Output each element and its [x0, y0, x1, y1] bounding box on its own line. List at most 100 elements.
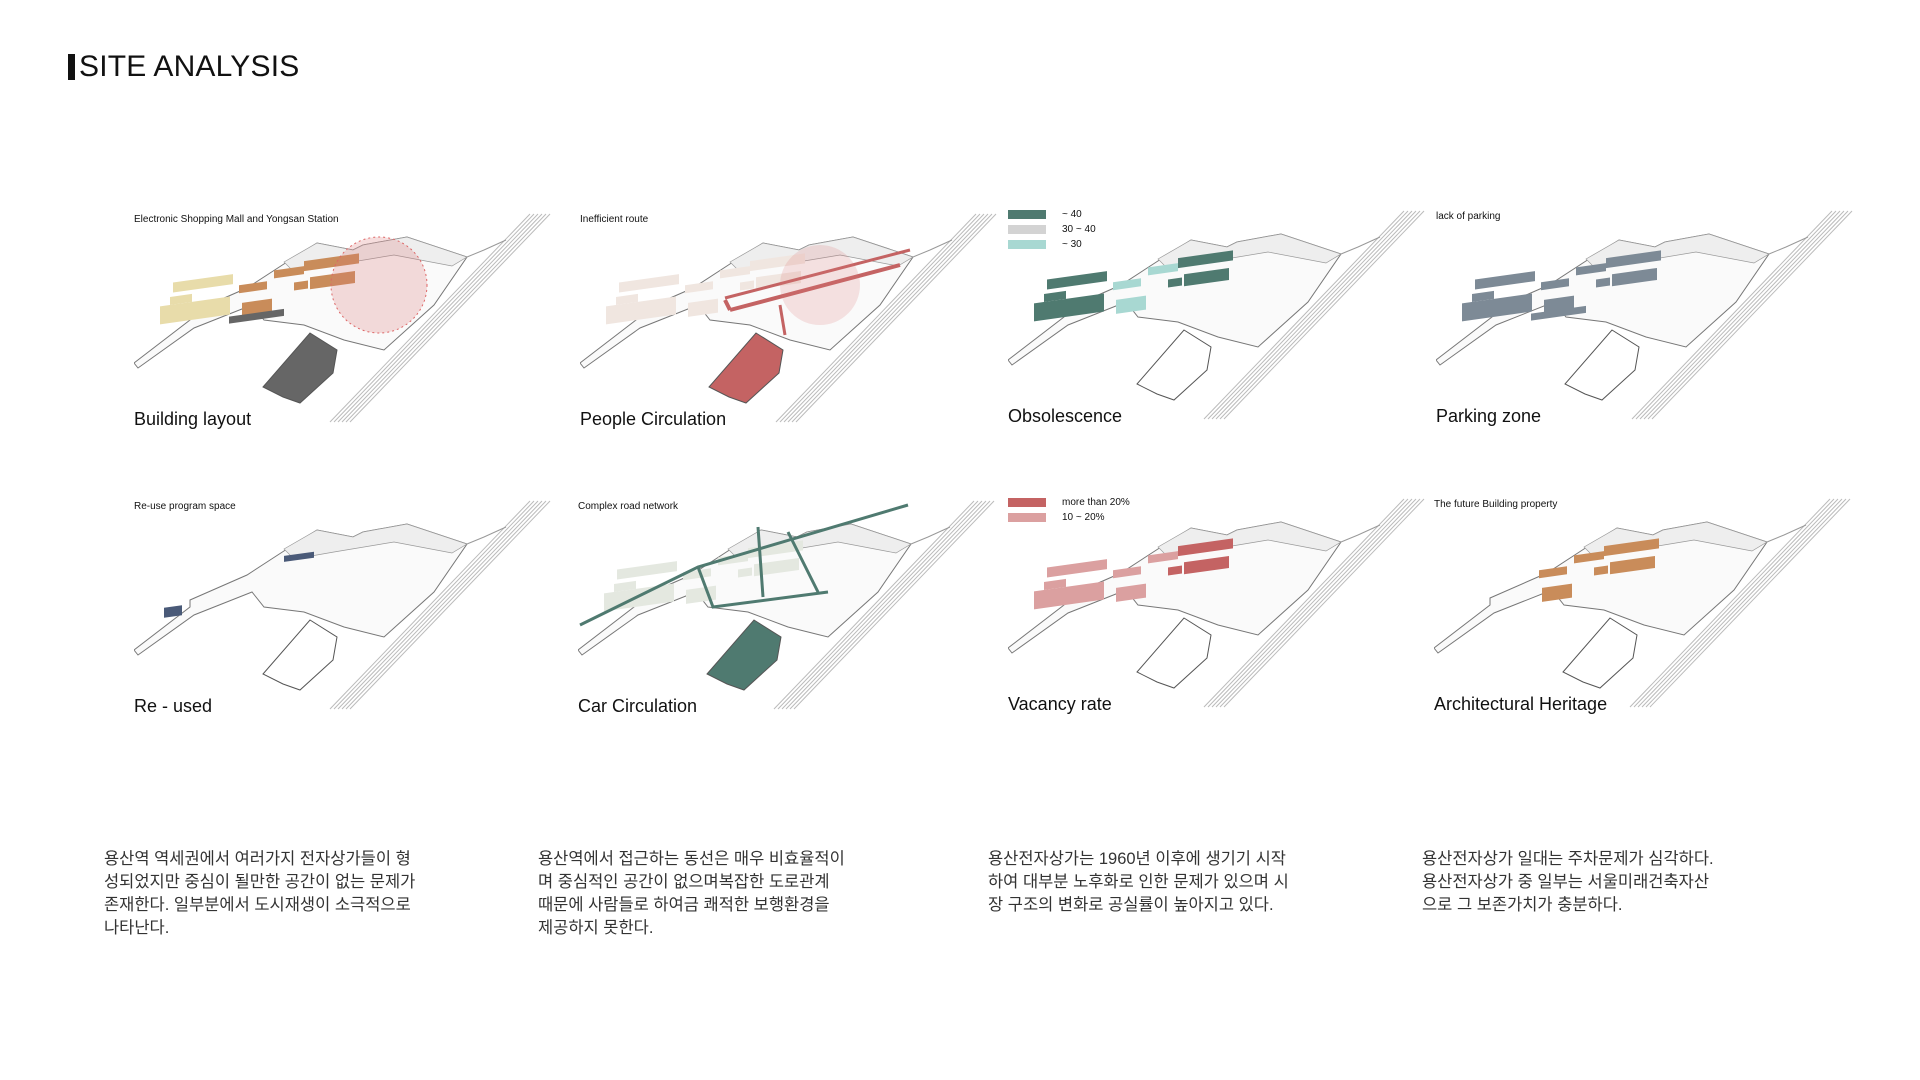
legend-swatch: [1008, 240, 1046, 249]
yongsan-station: [1136, 329, 1212, 401]
railway-line: [329, 213, 531, 423]
railway-line: [345, 500, 547, 710]
building-over-40: [1184, 267, 1229, 287]
railway-line: [1649, 498, 1851, 708]
railway-line: [1211, 498, 1413, 708]
panel-vacancy-rate: more than 20% 10 ~ 20% Vacancy rate: [1008, 495, 1428, 715]
heritage-building: [1594, 565, 1608, 576]
building-under-30: [1116, 295, 1146, 314]
railway-line: [1647, 210, 1849, 420]
panel-subtitle: Re-use program space: [134, 501, 236, 512]
vacancy-over-20: [1168, 565, 1182, 576]
road: [466, 526, 507, 545]
map-legend: more than 20% 10 ~ 20%: [1008, 495, 1130, 525]
building-old: [170, 293, 192, 305]
railway-line: [1219, 210, 1421, 420]
legend-swatch: [1008, 513, 1046, 522]
parking-zone: [1541, 278, 1569, 291]
vacancy-10-20: [1113, 566, 1141, 579]
panel-caption: Obsolescence: [1008, 406, 1123, 426]
railway-line: [1219, 498, 1421, 708]
panel-caption: Re - used: [134, 696, 213, 716]
building-old: [160, 296, 230, 325]
legend-label: 10 ~ 20%: [1062, 512, 1105, 523]
vacancy-over-20: [1184, 555, 1229, 575]
yongsan-station: [1562, 617, 1638, 689]
heritage-building: [1539, 566, 1567, 579]
parking-zone: [1462, 293, 1532, 322]
building: [756, 270, 801, 290]
page-title-text: SITE ANALYSIS: [79, 50, 300, 83]
road: [1766, 524, 1807, 543]
parking-zone: [1596, 277, 1610, 288]
parking-zone: [1475, 271, 1535, 290]
building: [688, 298, 718, 317]
railway-line: [341, 213, 543, 423]
legend-item: 30 ~ 40: [1008, 222, 1096, 237]
building-over-40: [1047, 271, 1107, 290]
description-paragraph: 용산역 역세권에서 여러가지 전자상가들이 형 성되었지만 중심이 될만한 공간…: [104, 850, 416, 937]
yongsan-station: [1564, 329, 1640, 401]
railway-line: [773, 500, 975, 710]
railway-line: [775, 213, 977, 423]
vacancy-10-20: [1044, 578, 1066, 590]
railway-line: [1215, 498, 1417, 708]
railway-line: [341, 500, 543, 710]
legend-item: 10 ~ 20%: [1008, 510, 1130, 525]
vacancy-over-20: [1178, 538, 1233, 557]
site-map: [1008, 210, 1425, 420]
description-paragraph: 용산전자상가 일대는 주차문제가 심각하다. 용산전자상가 중 일부는 서울미래…: [1422, 850, 1714, 914]
legend-swatch: [1008, 498, 1046, 507]
railway-line: [789, 500, 991, 710]
focus-area: [330, 236, 428, 334]
railway-line: [1635, 210, 1837, 420]
building: [619, 274, 679, 293]
yongsan-station: [262, 332, 338, 404]
building: [614, 580, 636, 592]
panel-re-used: Re-use program space Re - used: [134, 497, 554, 717]
pedestrian-route: [723, 263, 901, 312]
railway-line: [795, 213, 997, 423]
site-map: [1434, 498, 1851, 708]
railway-line: [1643, 210, 1845, 420]
railway-line: [1207, 498, 1409, 708]
railway-line: [1641, 498, 1843, 708]
legend-label: ~ 40: [1062, 209, 1082, 220]
yongsan-station: [262, 619, 338, 691]
railway-line: [793, 500, 995, 710]
panel-subtitle: Inefficient route: [580, 214, 649, 225]
building-mall: [310, 270, 355, 290]
site-map: [134, 500, 551, 710]
building-under-30: [1113, 278, 1141, 291]
legend-label: more than 20%: [1062, 497, 1130, 508]
building: [718, 553, 748, 566]
site-map: [1008, 498, 1425, 708]
building-old: [173, 274, 233, 293]
railway-line: [1639, 210, 1841, 420]
heritage-building: [1610, 555, 1655, 575]
building-mall: [274, 266, 304, 279]
panel-building-layout: Electronic Shopping Mall and Yongsan Sta…: [134, 210, 554, 430]
panel-subtitle: The future Building property: [1434, 499, 1558, 510]
railway-line: [777, 500, 979, 710]
building: [616, 293, 638, 305]
railway-line: [1215, 210, 1417, 420]
yongsan-station: [1136, 617, 1212, 689]
panel-caption: Vacancy rate: [1008, 694, 1112, 714]
site-map: [580, 213, 997, 423]
building-under-30: [1148, 263, 1178, 276]
yongsan-station: [706, 619, 782, 691]
panel-caption: People Circulation: [580, 409, 727, 429]
yongsan-station: [708, 332, 784, 404]
road: [912, 239, 953, 258]
panel-subtitle: Electronic Shopping Mall and Yongsan Sta…: [134, 214, 339, 225]
pedestrian-route: [724, 248, 911, 336]
railway-line: [1637, 498, 1839, 708]
building: [748, 540, 803, 559]
building-mall: [294, 280, 308, 291]
heritage-building: [1574, 551, 1604, 564]
vacancy-10-20: [1148, 551, 1178, 564]
railway-line: [333, 500, 535, 710]
